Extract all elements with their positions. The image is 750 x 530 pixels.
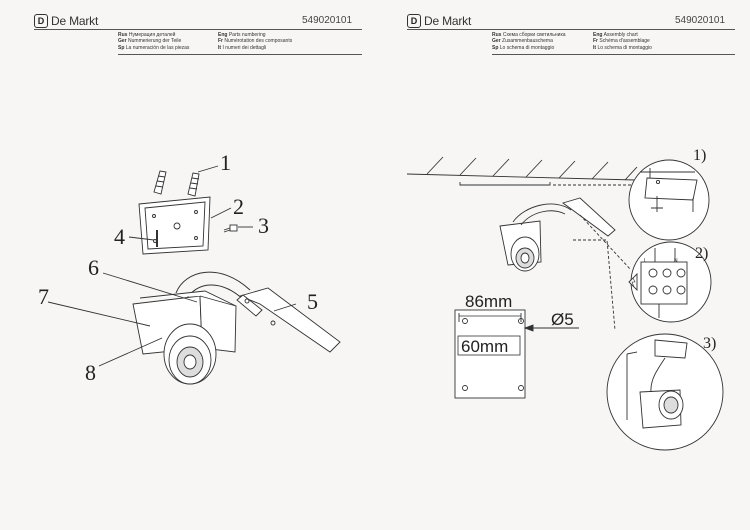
dowel-left — [153, 170, 167, 195]
lang-text: Nummerierung der Teile — [128, 38, 182, 45]
width-dimension: 86mm — [465, 292, 512, 311]
lang-code: Eng — [218, 32, 228, 38]
brand-logo-text: De Markt — [424, 14, 472, 28]
header-bottom-rule — [492, 54, 735, 55]
dowel-right — [187, 172, 200, 197]
hole-diameter: Ø5 — [551, 310, 574, 329]
lang-text: I numeri dei dettagli — [222, 44, 267, 51]
lang-code: Sp — [492, 44, 499, 51]
lang-code: Eng — [593, 32, 603, 38]
step2-detail — [628, 241, 712, 323]
step-1-label: 1) — [693, 147, 706, 164]
step-2-label: 2) — [695, 245, 708, 262]
leader-8 — [98, 337, 163, 367]
step3-detail — [606, 333, 724, 451]
lang-code: It — [218, 44, 222, 51]
header-bottom-rule — [118, 54, 362, 55]
step1-detail — [628, 159, 710, 241]
header-col1: Rus Нумерация деталей Ger Nummerierung d… — [118, 32, 189, 51]
lang-code: Fr — [218, 38, 223, 45]
assembly-drawing: 1) 2) 3) 86mm 60mm Ø5 L N — [406, 147, 724, 451]
leader-1 — [197, 165, 219, 173]
step-3-label: 3) — [703, 335, 716, 352]
callout-6: 6 — [88, 255, 99, 280]
callout-8: 8 — [85, 360, 96, 385]
brand-logo: D De Markt — [34, 14, 98, 28]
lamp-rod — [236, 287, 341, 353]
lang-text: La numeración de las piezas — [125, 44, 190, 51]
lang-text: Parts numbering — [228, 32, 266, 38]
ceiling-surface — [406, 156, 638, 186]
leader-4 — [128, 236, 155, 241]
mounting-template — [454, 309, 579, 399]
lang-code: Rus — [118, 32, 128, 38]
connector-step3 — [573, 239, 616, 331]
page-assembly-chart: D De Markt 549020101 Rus Схема сборки св… — [375, 0, 750, 530]
callout-3: 3 — [258, 213, 269, 238]
leader-7 — [47, 301, 151, 327]
callout-7: 7 — [38, 284, 49, 309]
lang-text: Schéma d'assemblage — [599, 38, 650, 45]
lamp-lens — [163, 323, 217, 385]
callout-1: 1 — [220, 150, 231, 175]
lang-code: Rus — [492, 32, 502, 38]
brand-logo-text: De Markt — [51, 14, 99, 28]
lang-code: Sp — [118, 44, 125, 51]
lang-text: Lo schema di montaggio — [597, 44, 652, 51]
lang-text: Схема сборки светильника — [502, 32, 566, 38]
connector-step2 — [579, 214, 632, 271]
leader-6 — [102, 272, 198, 303]
callout-2: 2 — [233, 194, 244, 219]
mounting-plate — [138, 196, 211, 255]
brand-logo: D De Markt — [407, 14, 471, 28]
brand-logo-mark: D — [34, 14, 48, 28]
callout-4: 4 — [114, 224, 125, 249]
screw — [223, 224, 238, 233]
lang-code: It — [593, 44, 597, 51]
header-rule — [34, 29, 362, 30]
spacing-dimension-box — [457, 335, 521, 356]
lang-text: Assembly chart — [603, 32, 638, 38]
lang-text: Numérotation des composants — [224, 38, 293, 45]
product-code: 549020101 — [675, 15, 726, 26]
leader-2 — [210, 207, 232, 219]
lang-text: Zusammenbauschema — [502, 38, 553, 45]
leader-5 — [273, 303, 297, 312]
lang-text: Lo schema di montaggio — [499, 44, 555, 51]
header-col2: Eng Parts numbering Fr Numérotation des … — [218, 32, 292, 51]
header-col1: Rus Схема сборки светильника Ger Zusamme… — [492, 32, 566, 51]
page-parts-numbering: D De Markt 549020101 Rus Нумерация детал… — [34, 14, 362, 385]
callout-5: 5 — [307, 289, 318, 314]
parts-drawing: 1 2 3 4 5 6 7 8 — [38, 150, 341, 385]
header-rule — [407, 29, 735, 30]
lang-text: Нумерация деталей — [128, 32, 176, 38]
header-col2: Eng Assembly chart Fr Schéma d'assemblag… — [593, 32, 652, 51]
brand-logo-mark: D — [407, 14, 421, 28]
spacing-dimension: 60mm — [461, 337, 508, 356]
lang-code: Fr — [593, 38, 598, 45]
lang-code: Ger — [492, 38, 501, 45]
wall-light — [499, 197, 616, 272]
lang-code: Ger — [118, 38, 127, 45]
terminal-label-neutral: N — [674, 258, 678, 264]
product-code: 549020101 — [302, 15, 353, 26]
terminal-label-live: L — [644, 258, 647, 264]
